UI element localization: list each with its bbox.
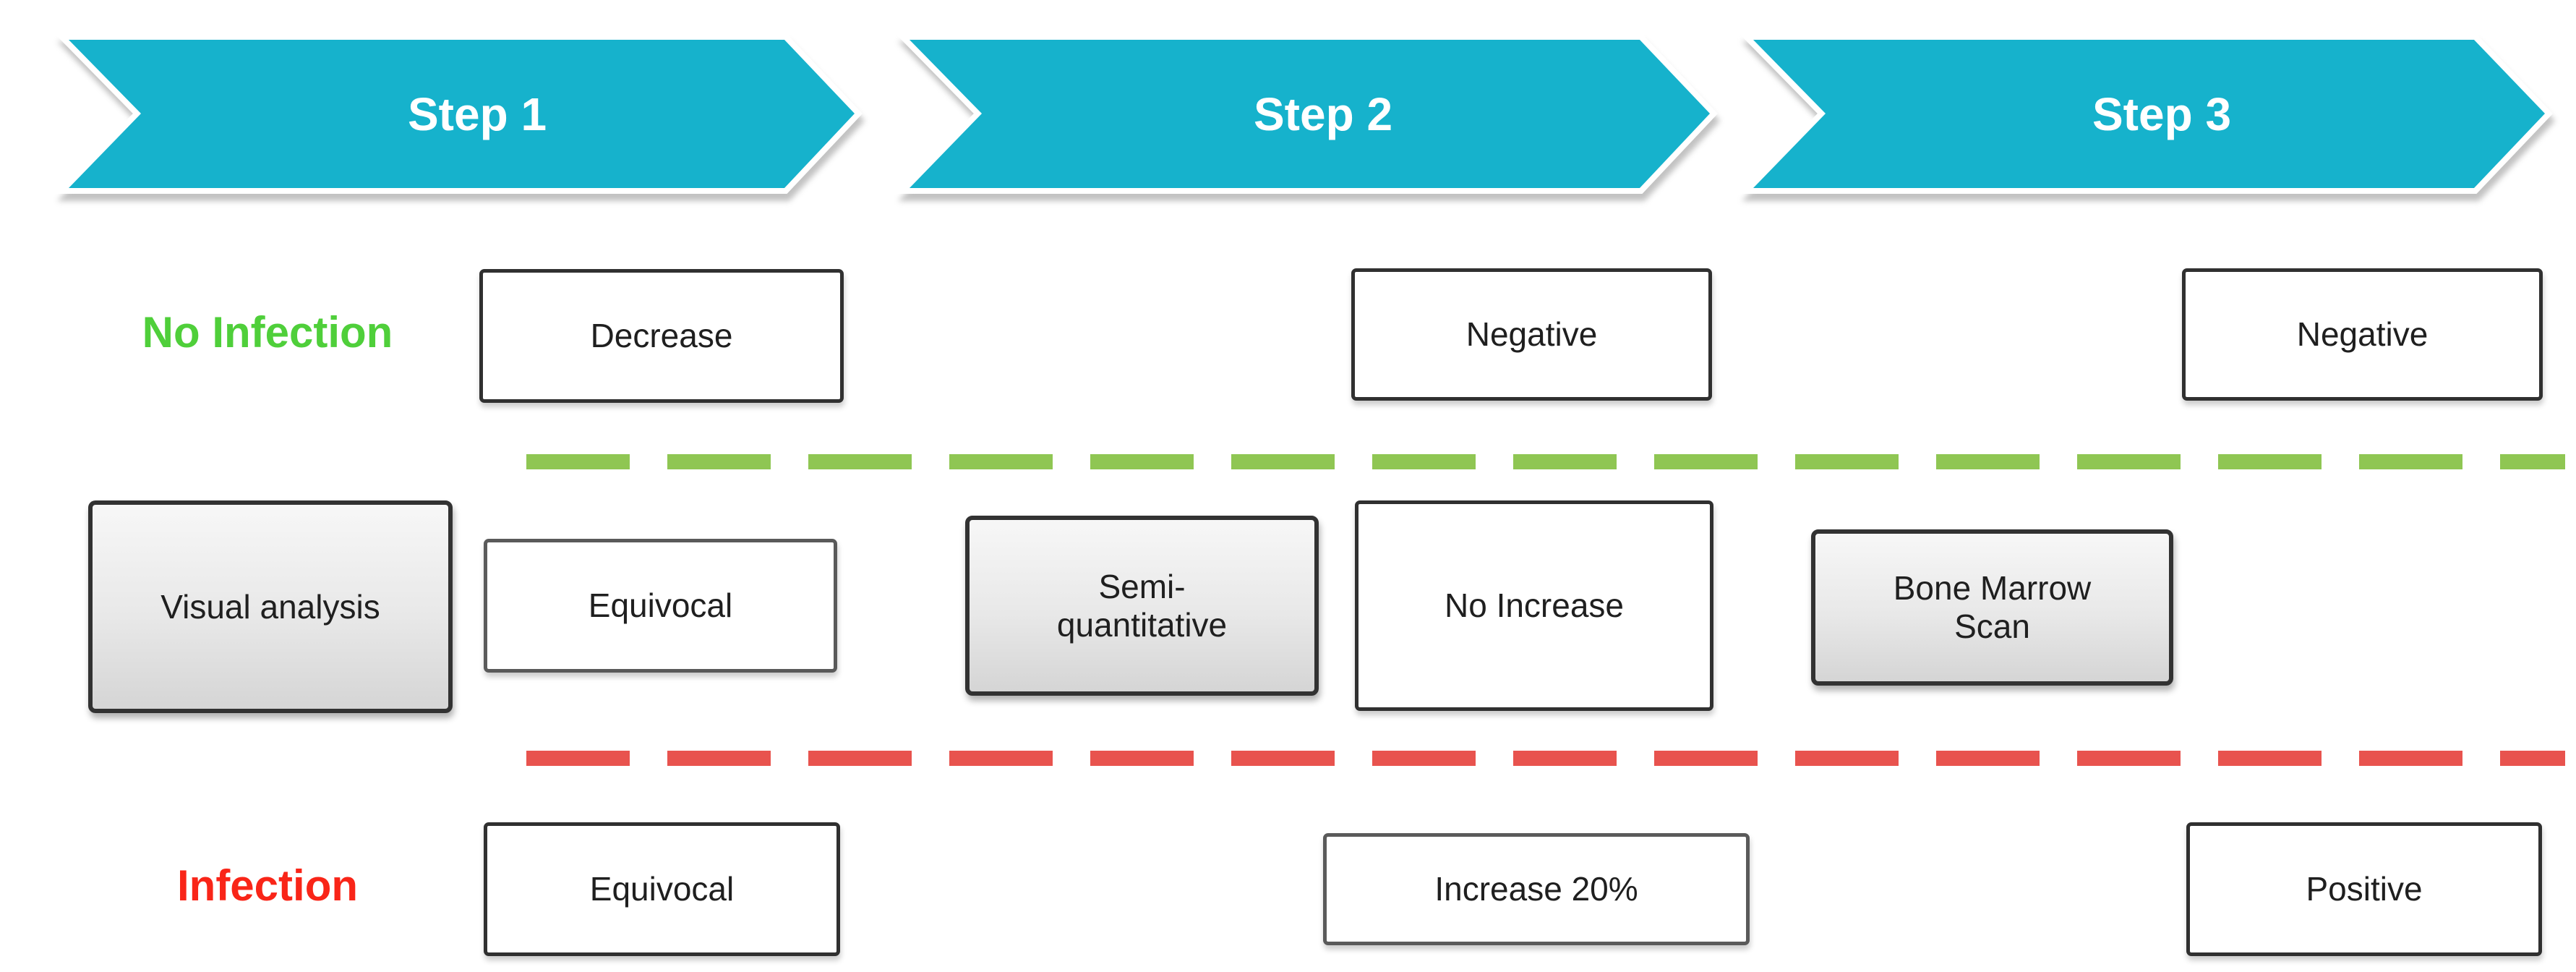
equivocal-infection-outcome-box: Equivocal xyxy=(484,822,840,956)
visual-analysis-method-box: Visual analysis xyxy=(88,500,453,713)
positive-outcome-box: Positive xyxy=(2186,822,2542,956)
no-infection-divider-dashed-line xyxy=(526,454,2568,474)
no-infection-row-label: No Infection xyxy=(142,308,393,357)
infection-divider-dashed-line xyxy=(526,751,2568,771)
step1-label: Step 1 xyxy=(408,88,547,140)
step-arrows-banner: Step 1 Step 2 Step 3 xyxy=(54,34,2554,194)
negative-step2-outcome-box: Negative xyxy=(1351,268,1712,401)
increase-20-outcome-box: Increase 20% xyxy=(1323,833,1750,945)
step2-arrow xyxy=(895,34,1719,194)
step2-label: Step 2 xyxy=(1254,88,1392,140)
green-dashes xyxy=(526,454,2565,469)
equivocal-middle-box: Equivocal xyxy=(484,539,837,673)
infection-row-label: Infection xyxy=(177,861,358,910)
step1-arrow xyxy=(54,34,863,194)
no-increase-box: No Increase xyxy=(1355,500,1713,711)
decrease-outcome-box: Decrease xyxy=(479,269,844,403)
bone-marrow-scan-method-box: Bone Marrow Scan xyxy=(1811,529,2173,686)
step3-label: Step 3 xyxy=(2092,88,2231,140)
semi-quantitative-method-box: Semi- quantitative xyxy=(965,516,1319,696)
negative-step3-outcome-box: Negative xyxy=(2182,268,2543,401)
step3-arrow xyxy=(1739,34,2554,194)
red-dashes xyxy=(526,751,2565,766)
